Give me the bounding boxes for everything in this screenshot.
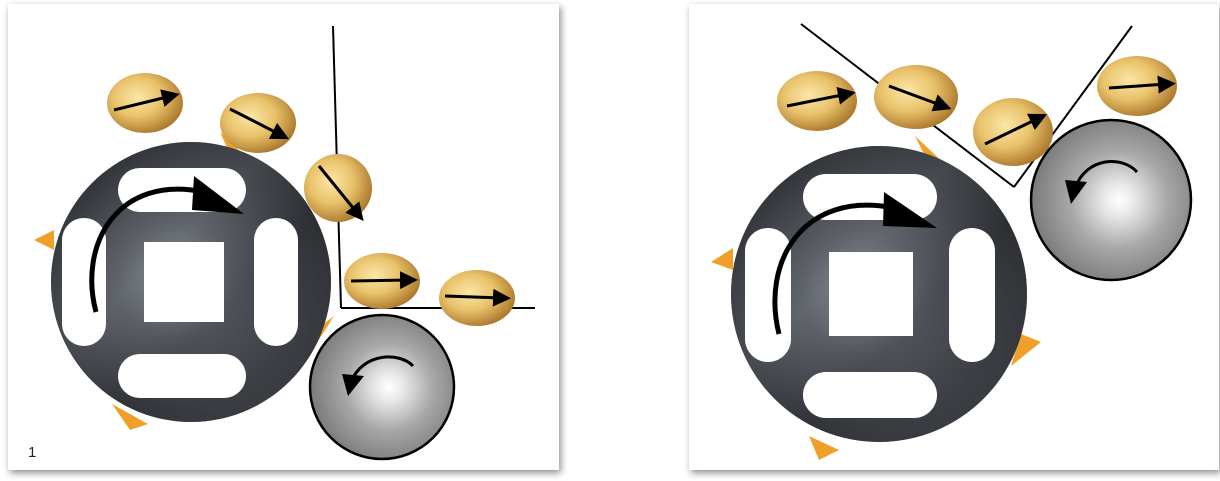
nut-icon xyxy=(874,65,958,129)
roller-icon xyxy=(310,315,454,459)
nut-icon xyxy=(220,93,296,153)
nut-icon xyxy=(304,154,372,222)
nut-icon xyxy=(973,98,1053,166)
panel-label: 1 xyxy=(28,444,36,461)
nut-icon xyxy=(777,71,857,131)
nut-icon xyxy=(1097,56,1177,116)
diagram-panel-right xyxy=(689,4,1219,470)
nut-icon xyxy=(344,253,420,309)
roller-icon xyxy=(1031,120,1191,280)
nut-icon xyxy=(439,270,515,326)
nut-icon xyxy=(107,73,183,133)
diagram-panel-left: 1 xyxy=(8,4,559,470)
